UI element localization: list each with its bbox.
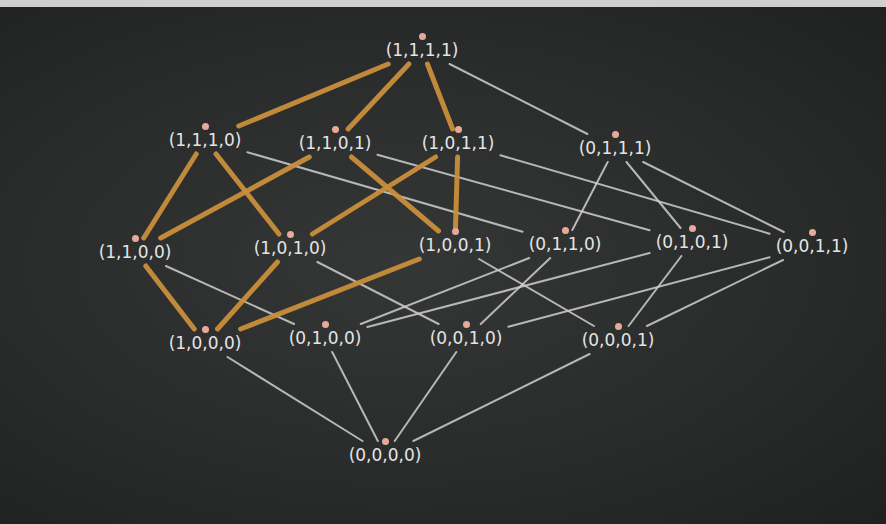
vertex-label: (1,1,1,1) [386, 40, 459, 60]
vertex-label: (1,1,0,1) [299, 133, 372, 153]
vertex-label: (1,0,0,1) [419, 235, 492, 255]
lattice-edge [367, 253, 649, 327]
lattice-vertex: (1,1,1,1) [382, 38, 463, 62]
lattice-edge [629, 256, 682, 326]
vertex-label: (0,1,1,0) [529, 234, 602, 254]
vertex-dot [382, 438, 389, 445]
vertex-label: (1,0,1,0) [254, 238, 327, 258]
lattice-edge [508, 257, 769, 326]
lattice-edge [450, 64, 588, 134]
vertex-dot [322, 321, 329, 328]
highlighted-edge [161, 157, 310, 238]
lattice-vertex: (1,1,0,1) [295, 131, 376, 155]
vertex-label: (0,1,1,1) [579, 138, 652, 158]
lattice-edge [332, 352, 378, 441]
highlighted-edge [427, 64, 452, 129]
vertex-dot [615, 323, 622, 330]
lattice-edge [395, 352, 457, 441]
vertex-dot [332, 126, 339, 133]
lattice-edge [643, 162, 784, 232]
lattice-edge [572, 162, 607, 230]
vertex-dot [452, 228, 459, 235]
vertex-dot [689, 225, 696, 232]
board-frame [0, 0, 886, 7]
vertex-dot [202, 326, 209, 333]
lattice-vertex: (1,0,1,0) [250, 236, 331, 260]
lattice-vertex: (0,1,0,0) [285, 326, 366, 350]
lattice-vertex: (0,0,0,0) [345, 443, 426, 467]
lattice-vertex: (0,1,1,1) [575, 136, 656, 160]
vertex-label: (1,1,0,0) [99, 242, 172, 262]
lattice-vertex: (0,1,0,1) [652, 230, 733, 254]
vertex-dot [287, 231, 294, 238]
vertex-dot [463, 321, 470, 328]
vertex-dot [132, 235, 139, 242]
lattice-vertex: (0,0,0,1) [578, 328, 659, 352]
vertex-label: (0,0,0,1) [582, 330, 655, 350]
vertex-label: (1,0,0,0) [169, 333, 242, 353]
vertex-dot [455, 126, 462, 133]
lattice-vertex: (1,1,0,0) [95, 240, 176, 264]
lattice-vertex: (0,1,1,0) [525, 232, 606, 256]
lattice-edge [500, 155, 769, 233]
vertex-label: (0,0,1,0) [430, 328, 503, 348]
lattice-edge [481, 258, 551, 324]
vertex-label: (1,1,1,0) [169, 130, 242, 150]
vertex-dot [419, 33, 426, 40]
vertex-dot [562, 227, 569, 234]
vertex-label: (0,1,0,0) [289, 328, 362, 348]
highlighted-edge [241, 259, 420, 329]
lattice-vertex: (1,0,0,0) [165, 331, 246, 355]
lattice-edge [247, 152, 522, 232]
lattice-edge [413, 354, 589, 441]
highlighted-edge [216, 154, 279, 234]
lattice-edge [626, 162, 680, 228]
highlighted-edge [239, 64, 388, 126]
lattice-vertex: (1,0,1,1) [418, 131, 499, 155]
vertex-label: (0,0,1,1) [776, 236, 849, 256]
vertex-dot [809, 229, 816, 236]
vertex-label: (0,0,0,0) [349, 445, 422, 465]
lattice-edge [647, 260, 783, 326]
lattice-vertex: (0,0,1,0) [426, 326, 507, 350]
vertex-dot [202, 123, 209, 130]
lattice-vertex: (1,0,0,1) [415, 233, 496, 257]
lattice-vertex: (1,1,1,0) [165, 128, 246, 152]
lattice-vertex: (0,0,1,1) [772, 234, 853, 258]
vertex-dot [612, 131, 619, 138]
vertex-label: (1,0,1,1) [422, 133, 495, 153]
vertex-label: (0,1,0,1) [656, 232, 729, 252]
highlighted-edge [455, 157, 457, 231]
highlighted-edge [348, 64, 409, 129]
highlighted-edge [312, 157, 435, 234]
